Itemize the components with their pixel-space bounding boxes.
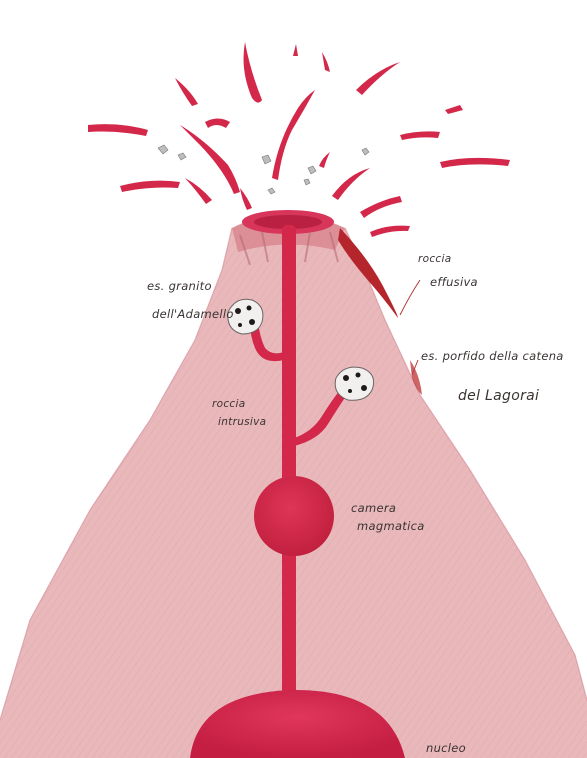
- magma-chamber: [254, 476, 334, 556]
- label-nucleo: nucleo: [426, 741, 466, 755]
- ejecta-rocks: [158, 145, 369, 194]
- eruption-ejecta: [88, 42, 510, 237]
- label-porfido-1: es. porfido della catena: [421, 349, 564, 363]
- label-camera-2: magmatica: [357, 519, 425, 533]
- label-camera-1: camera: [351, 501, 396, 515]
- label-granito-1: es. granito: [147, 279, 212, 293]
- magma-conduit: [282, 225, 296, 695]
- label-roccia-intrusiva-1: roccia: [212, 398, 245, 410]
- label-roccia-effusiva-1: roccia: [418, 253, 451, 265]
- label-granito-2: dell'Adamello: [152, 307, 234, 321]
- label-porfido-2: del Lagorai: [458, 388, 539, 404]
- label-roccia-intrusiva-2: intrusiva: [218, 416, 266, 428]
- porphyry-rock-right: [335, 367, 373, 400]
- label-roccia-effusiva-2: effusiva: [430, 275, 478, 289]
